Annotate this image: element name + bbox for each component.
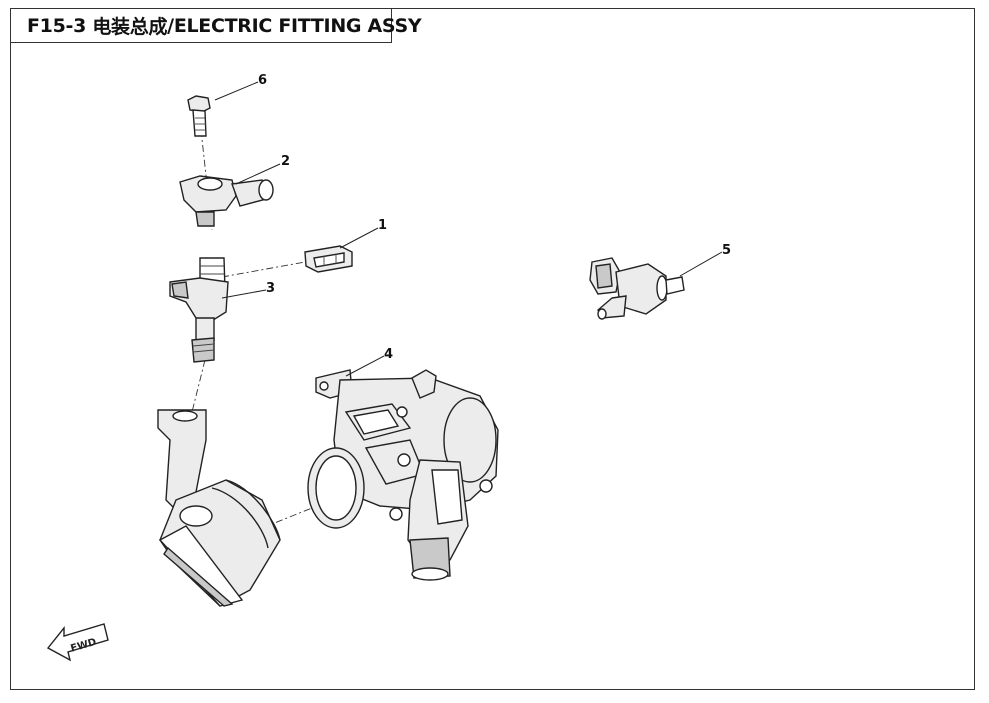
- callout-1: 1: [378, 218, 387, 233]
- leader-lines: [214, 81, 723, 377]
- title-separator: /: [167, 14, 174, 37]
- callout-labels: 1 2 3 4 5 6: [258, 73, 731, 362]
- part-4-throttle-body: [307, 369, 499, 581]
- callout-4: 4: [384, 347, 393, 362]
- part-5-sensor-valve: [589, 257, 685, 320]
- title-name-cn: 电装总成: [92, 16, 168, 38]
- part-3-fuel-injector: [169, 257, 229, 363]
- part-6-bolt: [187, 95, 211, 137]
- part-1-clip: [304, 245, 353, 273]
- callout-6: 6: [258, 73, 267, 88]
- drawing-frame: [10, 8, 975, 690]
- title-code: F15-3: [27, 14, 87, 37]
- fwd-arrow-icon: FWD: [46, 623, 109, 662]
- callout-2: 2: [281, 154, 290, 169]
- callout-5: 5: [722, 243, 731, 258]
- callout-3: 3: [266, 281, 275, 296]
- title-box: F15-3 电装总成/ELECTRIC FITTING ASSY: [10, 8, 422, 43]
- intake-manifold: [157, 409, 281, 607]
- title-name-en: ELECTRIC FITTING ASSY: [173, 14, 422, 37]
- part-2-fuel-injector-cap: [179, 175, 274, 227]
